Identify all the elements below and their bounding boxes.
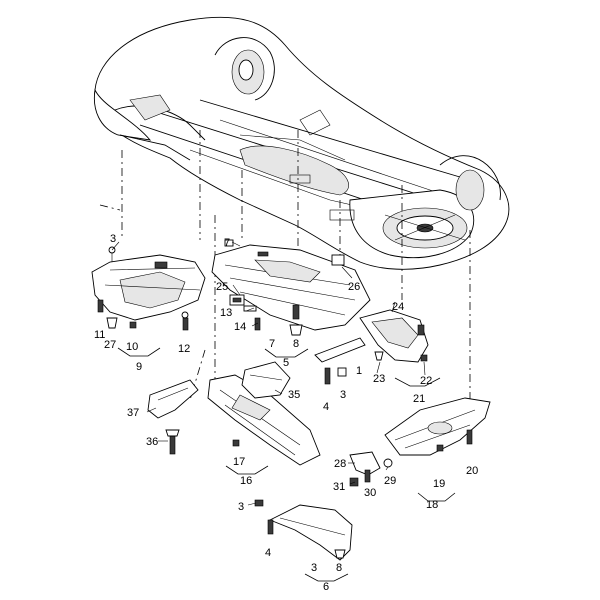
callout-24: 24 [392,301,404,313]
callout-8: 8 [293,338,299,350]
callout-27: 27 [104,339,116,351]
rear-undertray [384,397,491,456]
callout-22: 22 [420,375,432,387]
callout-23: 23 [373,373,385,385]
callout-14: 14 [234,321,246,333]
callout-1: 1 [356,365,362,377]
callout-21: 21 [413,393,425,405]
callout-25: 25 [216,281,228,293]
callout-29: 29 [384,475,396,487]
fastener-group-9 [97,299,189,331]
callout-17: 17 [233,456,245,468]
group-brackets [117,347,456,582]
callout-3b: 3 [340,389,346,401]
engine-undertray [91,246,206,321]
callout-10: 10 [126,341,138,353]
callout-8b: 8 [336,562,342,574]
callout-36: 36 [146,436,158,448]
callout-6: 6 [323,581,329,593]
callout-3: 3 [110,233,116,245]
callout-19: 19 [433,478,445,490]
callout-30: 30 [364,487,376,499]
heat-shield-strip [314,337,366,385]
callout-31: 31 [333,481,345,493]
callout-18: 18 [426,499,438,511]
callout-20: 20 [466,465,478,477]
vehicle-underbody [93,16,510,270]
callout-35: 35 [288,389,300,401]
side-cover-21 [359,309,429,363]
callout-7: 7 [224,237,230,249]
bracket-28-31 [349,451,393,487]
rear-cover-6 [254,499,353,561]
middle-undertray [211,239,371,336]
callout-16: 16 [240,475,252,487]
callout-11: 11 [94,329,105,341]
callout-4b: 4 [265,547,271,559]
callout-3c: 3 [238,501,244,513]
callout-12: 12 [178,343,190,355]
bracket-37 [147,379,199,455]
callout-5: 5 [283,357,289,369]
callout-26: 26 [348,281,360,293]
callout-leaders [111,241,426,506]
callout-37: 37 [127,407,139,419]
callout-labels: 3 11 27 10 12 9 7 25 13 14 7 8 5 26 24 1… [94,233,478,593]
callout-7b: 7 [269,338,275,350]
cover-35 [241,361,291,399]
callout-28: 28 [334,458,346,470]
callout-9: 9 [136,361,142,373]
callout-4: 4 [323,401,329,413]
callout-13: 13 [220,307,232,319]
callout-3d: 3 [311,562,317,574]
